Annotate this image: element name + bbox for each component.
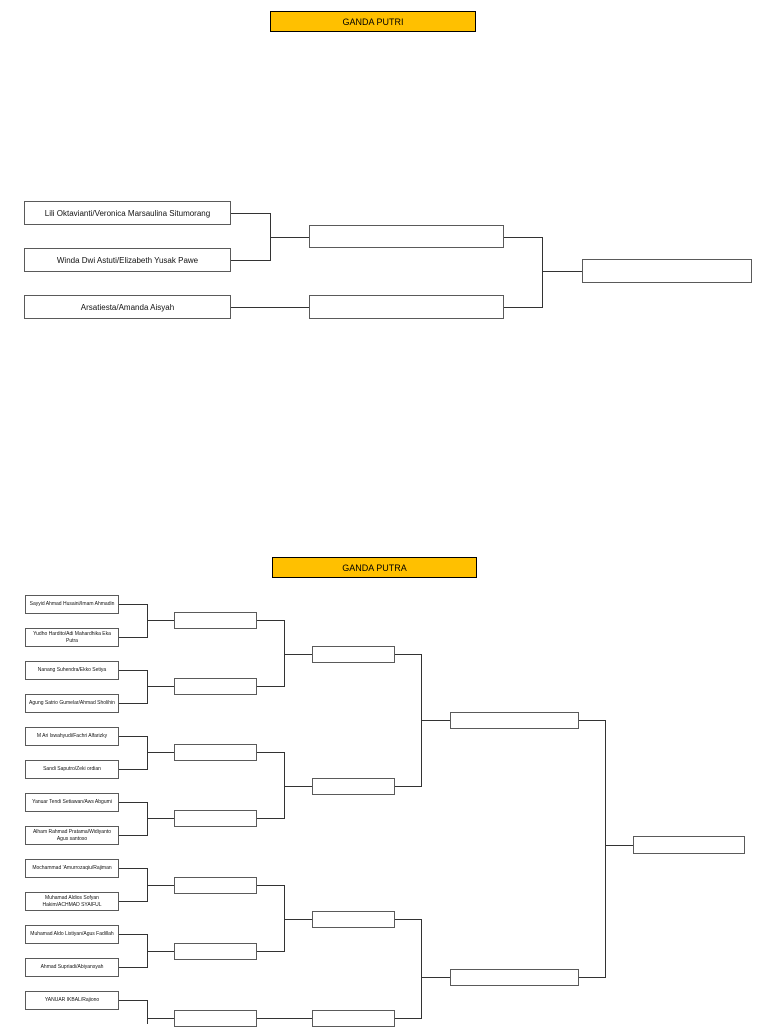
bracket-line — [147, 1018, 174, 1019]
bracket-line — [504, 237, 543, 238]
bracket-line — [147, 752, 174, 753]
bracket-line — [231, 307, 309, 308]
bracket-line — [231, 260, 271, 261]
bracket-line — [395, 919, 422, 920]
bracket-line — [147, 736, 148, 770]
bracket-line — [147, 802, 148, 836]
bracket-line — [395, 786, 422, 787]
bracket-line — [119, 736, 148, 737]
bracket-line — [284, 786, 312, 787]
bracket-line — [147, 604, 148, 638]
putra-team-13: YANUAR IKBAL/Rajiono — [25, 991, 119, 1010]
putra-r3-slot-4[interactable] — [312, 1010, 395, 1027]
putri-team-3: Arsatiesta/Amanda Aisyah — [24, 295, 231, 319]
putra-r2-slot-4[interactable] — [174, 810, 257, 827]
putri-final-slot[interactable] — [582, 259, 752, 283]
putra-team-2: Yudho Hardito/Adi Mahardhika Eka Putra — [25, 628, 119, 647]
bracket-line — [147, 620, 174, 621]
putra-team-10: Muhamad Aldios Sofyan Hakim/ACHMAD SYAIF… — [25, 892, 119, 911]
bracket-line — [257, 752, 285, 753]
putri-team-1: Lili Oktavianti/Veronica Marsaulina Situ… — [24, 201, 231, 225]
bracket-line — [119, 769, 148, 770]
bracket-line — [231, 213, 271, 214]
bracket-line — [605, 720, 606, 978]
bracket-line — [542, 271, 582, 272]
bracket-line — [284, 654, 312, 655]
bracket-line — [119, 901, 148, 902]
putri-semifinal-slot-1[interactable] — [309, 225, 504, 248]
bracket-line — [147, 1000, 148, 1024]
bracket-line — [257, 686, 285, 687]
putra-team-12: Ahmad Supriadi/Abiyansyah — [25, 958, 119, 977]
bracket-line — [257, 620, 285, 621]
putra-team-5: M Ari Iswahyudi/Fachri Alfarizky — [25, 727, 119, 746]
bracket-line — [257, 951, 285, 952]
putra-r4-slot-2[interactable] — [450, 969, 579, 986]
putra-r2-slot-2[interactable] — [174, 678, 257, 695]
ganda-putri-title: GANDA PUTRI — [270, 11, 476, 32]
bracket-line — [147, 885, 174, 886]
putra-r3-slot-3[interactable] — [312, 911, 395, 928]
putra-r2-slot-1[interactable] — [174, 612, 257, 629]
bracket-line — [119, 868, 148, 869]
bracket-line — [119, 802, 148, 803]
bracket-line — [147, 818, 174, 819]
bracket-line — [119, 604, 148, 605]
bracket-line — [504, 307, 543, 308]
bracket-line — [421, 977, 450, 978]
putra-team-3: Nanang Suhendra/Ekko Setiya — [25, 661, 119, 680]
putri-semifinal-slot-2[interactable] — [309, 295, 504, 319]
putra-r3-slot-1[interactable] — [312, 646, 395, 663]
putra-team-4: Agung Satrio Gumelar/Ahmad Sholihin — [25, 694, 119, 713]
putra-team-11: Muhamad Aldo Listiyan/Agus Fadillah — [25, 925, 119, 944]
putra-r2-slot-7[interactable] — [174, 1010, 257, 1027]
bracket-line — [257, 1018, 312, 1019]
bracket-line — [119, 670, 148, 671]
bracket-line — [421, 919, 422, 1019]
bracket-line — [119, 835, 148, 836]
bracket-line — [284, 919, 312, 920]
putra-team-8: Alham Rahmad Pratama/Widiyanto Agus sant… — [25, 826, 119, 845]
bracket-line — [257, 885, 285, 886]
putra-r3-slot-2[interactable] — [312, 778, 395, 795]
bracket-line — [257, 818, 285, 819]
bracket-line — [395, 1018, 422, 1019]
putra-r2-slot-3[interactable] — [174, 744, 257, 761]
bracket-line — [119, 934, 148, 935]
bracket-line — [395, 654, 422, 655]
putra-team-1: Sayyid Ahmad Husaini/Imam Ahmadin — [25, 595, 119, 614]
bracket-line — [147, 951, 174, 952]
bracket-line — [284, 885, 285, 952]
bracket-line — [605, 845, 633, 846]
putra-team-6: Sandi Saputro/Zeki ordian — [25, 760, 119, 779]
bracket-line — [284, 752, 285, 819]
bracket-line — [579, 977, 606, 978]
putra-team-9: Mochammad 'Amurrozaqiu/Rajiman — [25, 859, 119, 878]
putra-team-7: Yanuar Tendi Setiawan/Aws Abgumi — [25, 793, 119, 812]
bracket-line — [421, 720, 450, 721]
putra-r2-slot-6[interactable] — [174, 943, 257, 960]
bracket-line — [284, 620, 285, 687]
bracket-line — [147, 686, 174, 687]
bracket-line — [119, 637, 148, 638]
putri-team-2: Winda Dwi Astuti/Elizabeth Yusak Pawe — [24, 248, 231, 272]
bracket-line — [147, 670, 148, 704]
bracket-line — [542, 237, 543, 308]
putra-r4-slot-1[interactable] — [450, 712, 579, 729]
putra-final-slot[interactable] — [633, 836, 745, 854]
bracket-line — [119, 1000, 148, 1001]
bracket-line — [119, 967, 148, 968]
bracket-line — [119, 703, 148, 704]
bracket-line — [270, 237, 309, 238]
ganda-putra-title: GANDA PUTRA — [272, 557, 477, 578]
putra-r2-slot-5[interactable] — [174, 877, 257, 894]
bracket-line — [579, 720, 606, 721]
